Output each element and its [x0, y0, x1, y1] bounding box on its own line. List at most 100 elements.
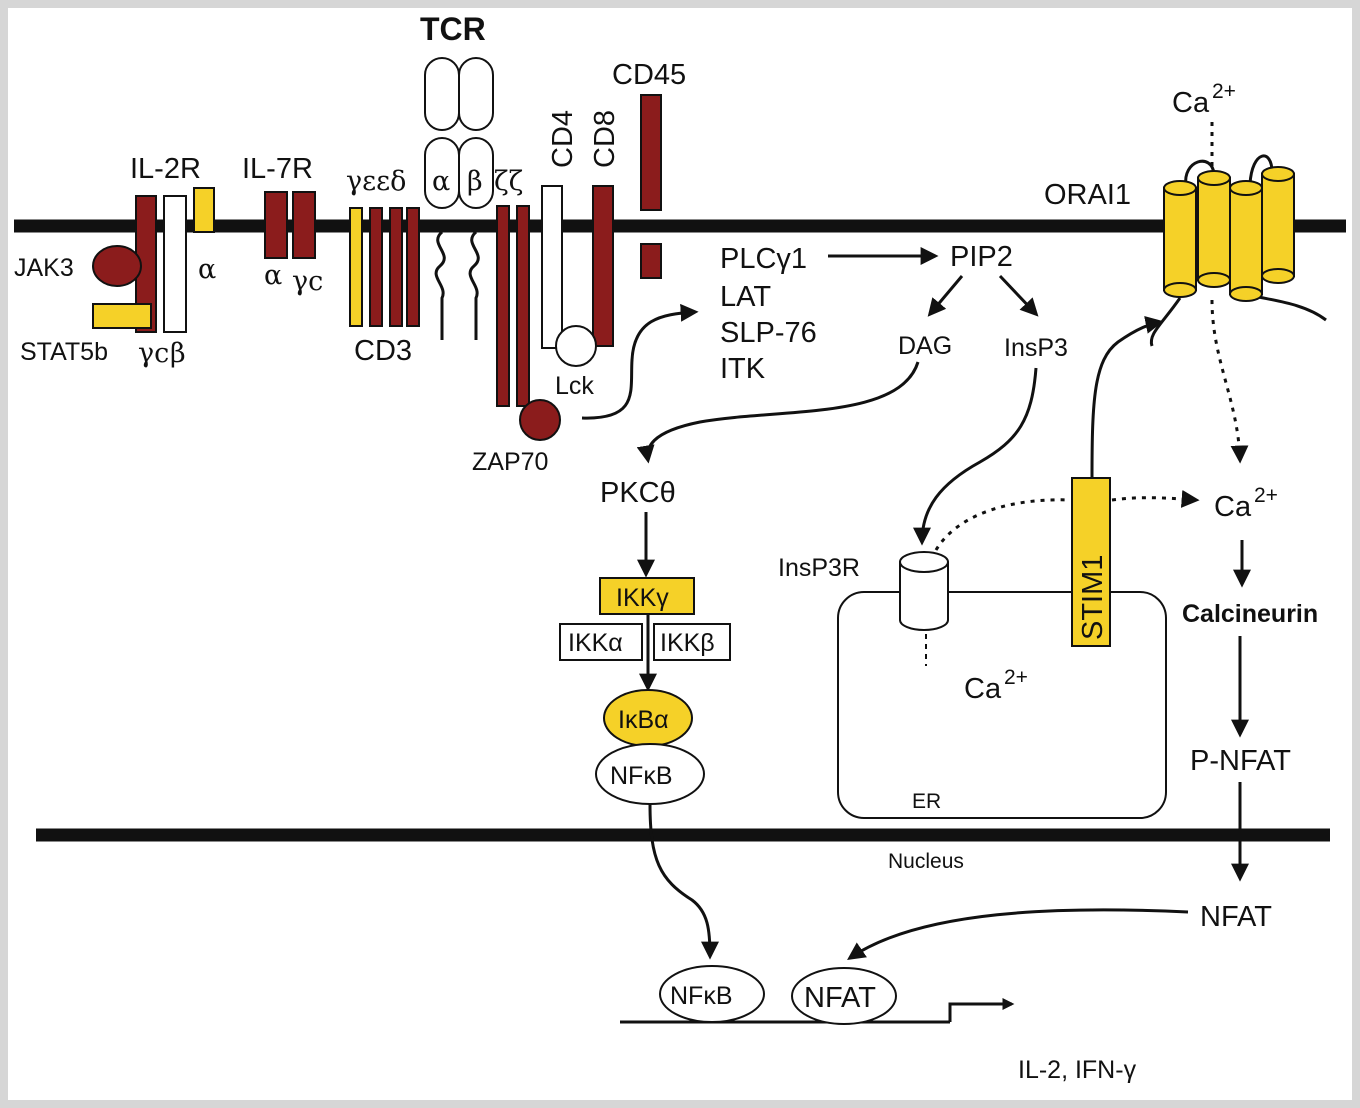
il2r-alpha-chain — [193, 187, 215, 233]
nfkb-cytoplasmic-label: NFκB — [610, 762, 673, 790]
svg-text:Ca: Ca — [1172, 87, 1210, 119]
pnfat-label: P-NFAT — [1190, 745, 1291, 777]
cd4-label: CD4 — [547, 110, 579, 168]
il7r-gamma-label: γc — [292, 266, 323, 297]
il2r-complex — [92, 187, 215, 333]
arrow-zap70-to-plcg1 — [581, 303, 699, 420]
dotted-ca-entry-lower — [1210, 299, 1249, 464]
lat-label: LAT — [720, 281, 771, 313]
cd4-coreceptor — [541, 185, 563, 349]
cd45-phosphatase-inner — [640, 243, 662, 279]
cd45-phosphatase-outer — [640, 94, 662, 211]
ikkb-label: IKKβ — [660, 629, 715, 657]
ikba-label: IκBα — [618, 706, 669, 734]
svg-text:Ca: Ca — [964, 673, 1002, 705]
nucleus-label: Nucleus — [888, 850, 964, 873]
ikka-label: IKKα — [568, 629, 623, 657]
il2r-gamma-label: γc — [138, 338, 169, 369]
nfat-bound — [791, 967, 897, 1025]
pip2-label: PIP2 — [950, 241, 1013, 273]
er-label: ER — [912, 790, 941, 813]
jak3-label: JAK3 — [14, 254, 74, 282]
zeta-chain-2 — [516, 205, 530, 407]
nfkb-bound-label: NFκB — [670, 982, 733, 1010]
ikkb-box — [653, 623, 731, 661]
arrow-pip2-to-dag — [927, 275, 964, 317]
cd3-chains-label: γεεδ — [346, 166, 406, 197]
il7r-alpha-label: α — [264, 260, 282, 291]
gene-output-label: IL-2, IFN-γ — [1018, 1056, 1137, 1084]
tcr-label: TCR — [420, 11, 486, 47]
cd8-coreceptor — [592, 185, 614, 347]
cd3-complex — [349, 207, 420, 327]
endoplasmic-reticulum — [837, 591, 1167, 819]
arrow-insp3-to-insp3r — [913, 367, 1038, 546]
svg-text:2+: 2+ — [1254, 484, 1278, 507]
calcineurin-label: Calcineurin — [1182, 600, 1318, 628]
insp3r-label: InsP3R — [778, 554, 860, 582]
arrow-nfkb-to-nucleus — [648, 803, 719, 960]
orai1-channel — [1149, 154, 1327, 347]
arrow-nfat-to-promoter — [847, 908, 1189, 961]
cd3-gamma-chain — [349, 207, 363, 327]
svg-text:Ca: Ca — [1214, 491, 1252, 523]
itk-label: ITK — [720, 353, 766, 385]
ikkg-box — [599, 577, 695, 615]
cd3-epsilon-chain-2 — [389, 207, 403, 327]
stim1-label: STIM1 — [1077, 555, 1109, 640]
orai1-label: ORAI1 — [1044, 179, 1131, 211]
nfat-bound-label: NFAT — [804, 982, 876, 1014]
nfat-nuclear-free-label: NFAT — [1200, 901, 1272, 933]
cd3-delta-chain — [406, 207, 420, 327]
svg-text:2+: 2+ — [1212, 80, 1236, 103]
tcr-alpha-label: α — [432, 166, 450, 197]
tcr-alpha-distal — [424, 57, 460, 131]
arrow-pip2-to-insp3 — [998, 274, 1039, 317]
cd3-label: CD3 — [354, 335, 412, 367]
dotted-stim1-to-ca — [1111, 489, 1200, 508]
il2r-beta-label: β — [170, 338, 186, 369]
zeta-chains-label: ζζ — [494, 166, 523, 197]
lck-label: Lck — [555, 372, 594, 400]
il7r-gamma-chain — [292, 191, 316, 259]
il2r-alpha-label: α — [198, 254, 216, 285]
slp76-label: SLP-76 — [720, 317, 817, 349]
stat5b-label: STAT5b — [20, 338, 108, 366]
zeta-chain-1 — [496, 205, 510, 407]
stim1-sensor — [1071, 477, 1111, 647]
il7r-alpha-chain — [264, 191, 288, 259]
arrow-dag-to-pkctheta — [636, 361, 920, 464]
er-ca-store: Ca 2+ — [964, 666, 1028, 705]
tcr-beta-label: β — [467, 166, 483, 197]
il7r-label: IL-7R — [242, 153, 313, 185]
cd3-epsilon-chain-1 — [369, 207, 383, 327]
ca-cytoplasmic-label: Ca 2+ — [1214, 484, 1278, 523]
insp3-label: InsP3 — [1004, 334, 1068, 362]
tcr-beta-proximal — [458, 137, 494, 209]
il2r-label: IL-2R — [130, 153, 201, 185]
il2r-beta-chain — [163, 195, 187, 333]
cd8-label: CD8 — [589, 110, 621, 168]
plcg1-label: PLCγ1 — [720, 243, 807, 275]
dotted-insp3r-to-stim1 — [934, 498, 1071, 551]
ikka-box — [559, 623, 643, 661]
lck-kinase — [555, 325, 597, 367]
dag-label: DAG — [898, 332, 952, 360]
tcr-beta-tail — [468, 230, 480, 340]
il7r-complex — [264, 191, 316, 259]
stat5b-factor — [92, 303, 152, 329]
ca-extracellular-label: Ca 2+ — [1172, 80, 1236, 119]
tcr-complex — [424, 57, 494, 340]
tcr-alpha-tail — [434, 230, 446, 340]
tcr-beta-distal — [458, 57, 494, 131]
insp3r-channel — [899, 551, 949, 666]
transcription-start-arrow — [948, 998, 1015, 1022]
jak3-kinase — [92, 245, 142, 287]
nfkb-bound — [659, 965, 765, 1023]
cd45-label: CD45 — [612, 59, 686, 91]
ikkg-label: IKKγ — [616, 584, 669, 612]
svg-text:2+: 2+ — [1004, 666, 1028, 689]
zap70-kinase — [519, 399, 561, 441]
